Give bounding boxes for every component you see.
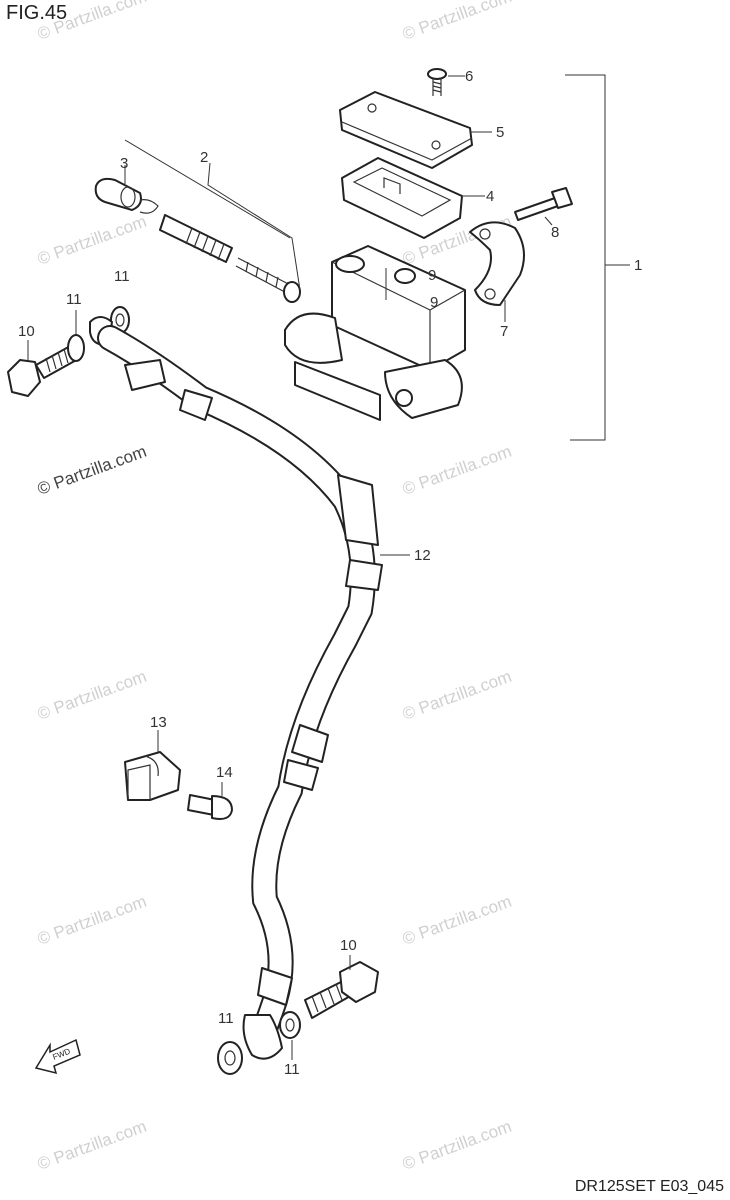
callout-11a: 11 [114,268,130,285]
part-7-clamp [469,221,525,322]
callout-14: 14 [216,764,233,781]
part-8-bolt [514,187,573,226]
callout-11c: 11 [218,1010,234,1027]
figure-code: DR125SET E03_045 [574,1178,724,1195]
watermark: © Partzilla.com [35,667,149,724]
part-12-brake-hose [89,316,410,1060]
callout-11d: 11 [284,1061,300,1078]
callout-7: 7 [500,323,508,340]
callout-6: 6 [465,68,473,85]
callout-12: 12 [414,547,431,564]
watermark: © Partzilla.com [35,892,149,949]
callout-9b: 9 [430,294,438,311]
callout-9a: 9 [428,267,436,284]
watermark: © Partzilla.com [400,892,514,949]
part-5-reservoir-cap [339,91,492,169]
watermark: © Partzilla.com [35,212,149,269]
leader-line [124,139,291,239]
callout-4: 4 [486,188,494,205]
callout-10a: 10 [18,323,35,340]
callout-5: 5 [496,124,504,141]
callout-1: 1 [634,257,642,274]
callout-8: 8 [551,224,559,241]
callout-10b: 10 [340,937,357,954]
callout-11b: 11 [66,291,82,308]
callout-3: 3 [120,155,128,172]
part-2-3-piston-set [94,162,301,303]
callout-2: 2 [200,149,208,166]
watermark: © Partzilla.com [400,1117,514,1174]
watermark: © Partzilla.com [35,0,149,44]
part-13-hose-clamp [124,730,181,801]
assembly-bracket [565,74,630,441]
watermark: © Partzilla.com [35,442,149,499]
watermark: © Partzilla.com [400,667,514,724]
part-10-banjo-bolt-lower [304,955,379,1019]
callout-13: 13 [150,714,167,731]
watermark: © Partzilla.com [400,0,514,44]
part-4-diaphragm [341,157,485,239]
part-14-bolt [187,782,233,820]
watermark: © Partzilla.com [35,1117,149,1174]
master-cylinder-body [284,245,466,421]
figure-title: FIG.45 [6,2,68,24]
callout-labels: 6 5 4 8 1 9 9 7 2 3 11 11 10 12 13 14 10… [18,68,642,1078]
part-6-screw [427,68,465,96]
part-11-washers-lower [217,1011,301,1075]
fwd-arrow-icon: FWD [34,1038,81,1075]
watermark: © Partzilla.com [400,442,514,499]
